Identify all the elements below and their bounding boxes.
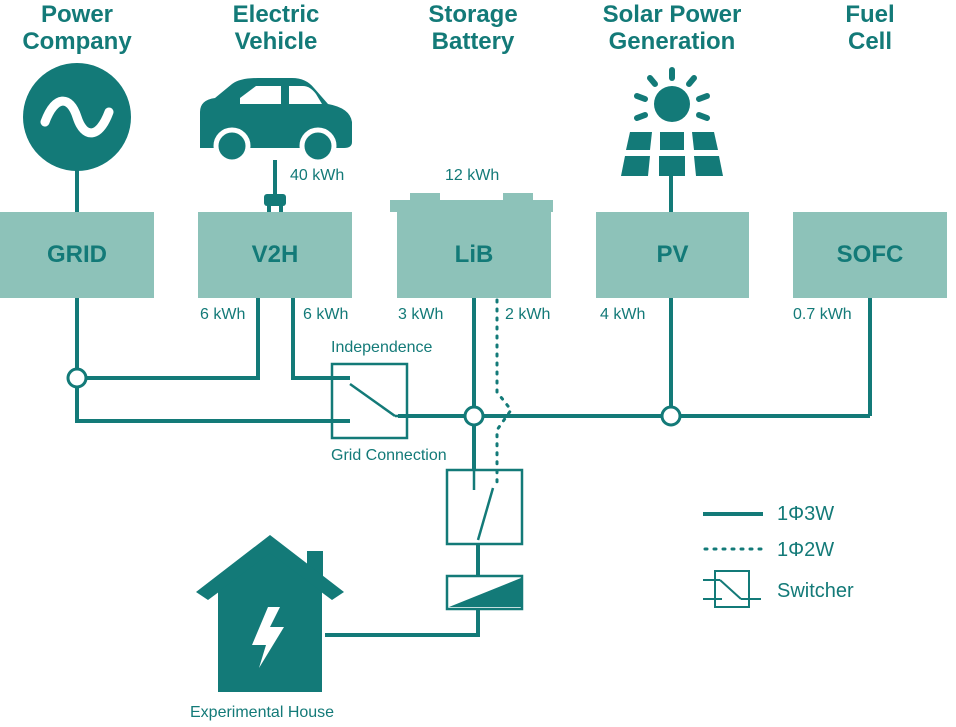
header-electric-vehicle: Electric Vehicle xyxy=(201,1,351,55)
lib-left-flow: 3 kWh xyxy=(398,306,444,323)
house-icon xyxy=(196,535,344,692)
two-wire-line xyxy=(495,298,513,490)
transformer xyxy=(445,574,524,611)
header-storage-battery: Storage Battery xyxy=(398,1,548,55)
legend-switcher-icon xyxy=(703,570,761,608)
lib-box: LiB xyxy=(397,212,551,298)
grid-line xyxy=(75,298,350,423)
node-lib xyxy=(463,405,485,427)
legend-two-wire-label: 1Φ2W xyxy=(777,539,835,561)
experimental-house-label: Experimental House xyxy=(190,704,335,721)
switcher-top xyxy=(330,362,409,440)
node-pv xyxy=(660,405,682,427)
battery-capacity: 12 kWh xyxy=(445,167,500,184)
header-line: Solar Power xyxy=(602,1,742,28)
header-line: Power xyxy=(40,1,114,28)
sofc-box: SOFC xyxy=(793,212,947,298)
grid-connection-label: Grid Connection xyxy=(331,447,447,464)
solar-panel-icon xyxy=(621,132,723,176)
battery-icon xyxy=(390,193,553,212)
sofc-flow: 0.7 kWh xyxy=(793,306,852,323)
grid-box: GRID xyxy=(0,212,154,298)
header-line: Generation xyxy=(608,28,736,55)
legend-switcher-label: Switcher xyxy=(777,580,854,602)
header-line: Fuel xyxy=(845,1,895,28)
pv-box: PV xyxy=(596,212,749,298)
header-power-company: Power Company xyxy=(2,1,152,55)
switcher-bottom xyxy=(445,468,524,546)
plug-icon xyxy=(264,194,286,215)
node-grid xyxy=(66,367,88,389)
v2h-left-flow: 6 kWh xyxy=(200,306,246,323)
pv-flow: 4 kWh xyxy=(600,306,646,323)
header-line: Electric xyxy=(232,1,320,28)
legend-three-wire-label: 1Φ3W xyxy=(777,503,835,525)
lib-right-flow: 2 kWh xyxy=(505,306,551,323)
header-line: Storage xyxy=(428,1,518,28)
ev-capacity: 40 kWh xyxy=(290,167,345,184)
header-line: Battery xyxy=(431,28,515,55)
sun-icon xyxy=(634,67,710,122)
header-line: Vehicle xyxy=(234,28,318,55)
v2h-box: V2H xyxy=(198,212,352,298)
v2h-right-flow: 6 kWh xyxy=(303,306,349,323)
car-icon xyxy=(200,78,352,165)
independence-label: Independence xyxy=(331,339,433,356)
header-line: Company xyxy=(22,28,132,55)
ac-power-icon xyxy=(23,63,131,171)
header-fuel-cell: Fuel Cell xyxy=(795,1,945,55)
header-solar-power: Solar Power Generation xyxy=(582,1,762,55)
legend-graphics xyxy=(703,512,765,608)
v2h-left-line xyxy=(86,298,260,380)
header-line: Cell xyxy=(847,28,892,55)
